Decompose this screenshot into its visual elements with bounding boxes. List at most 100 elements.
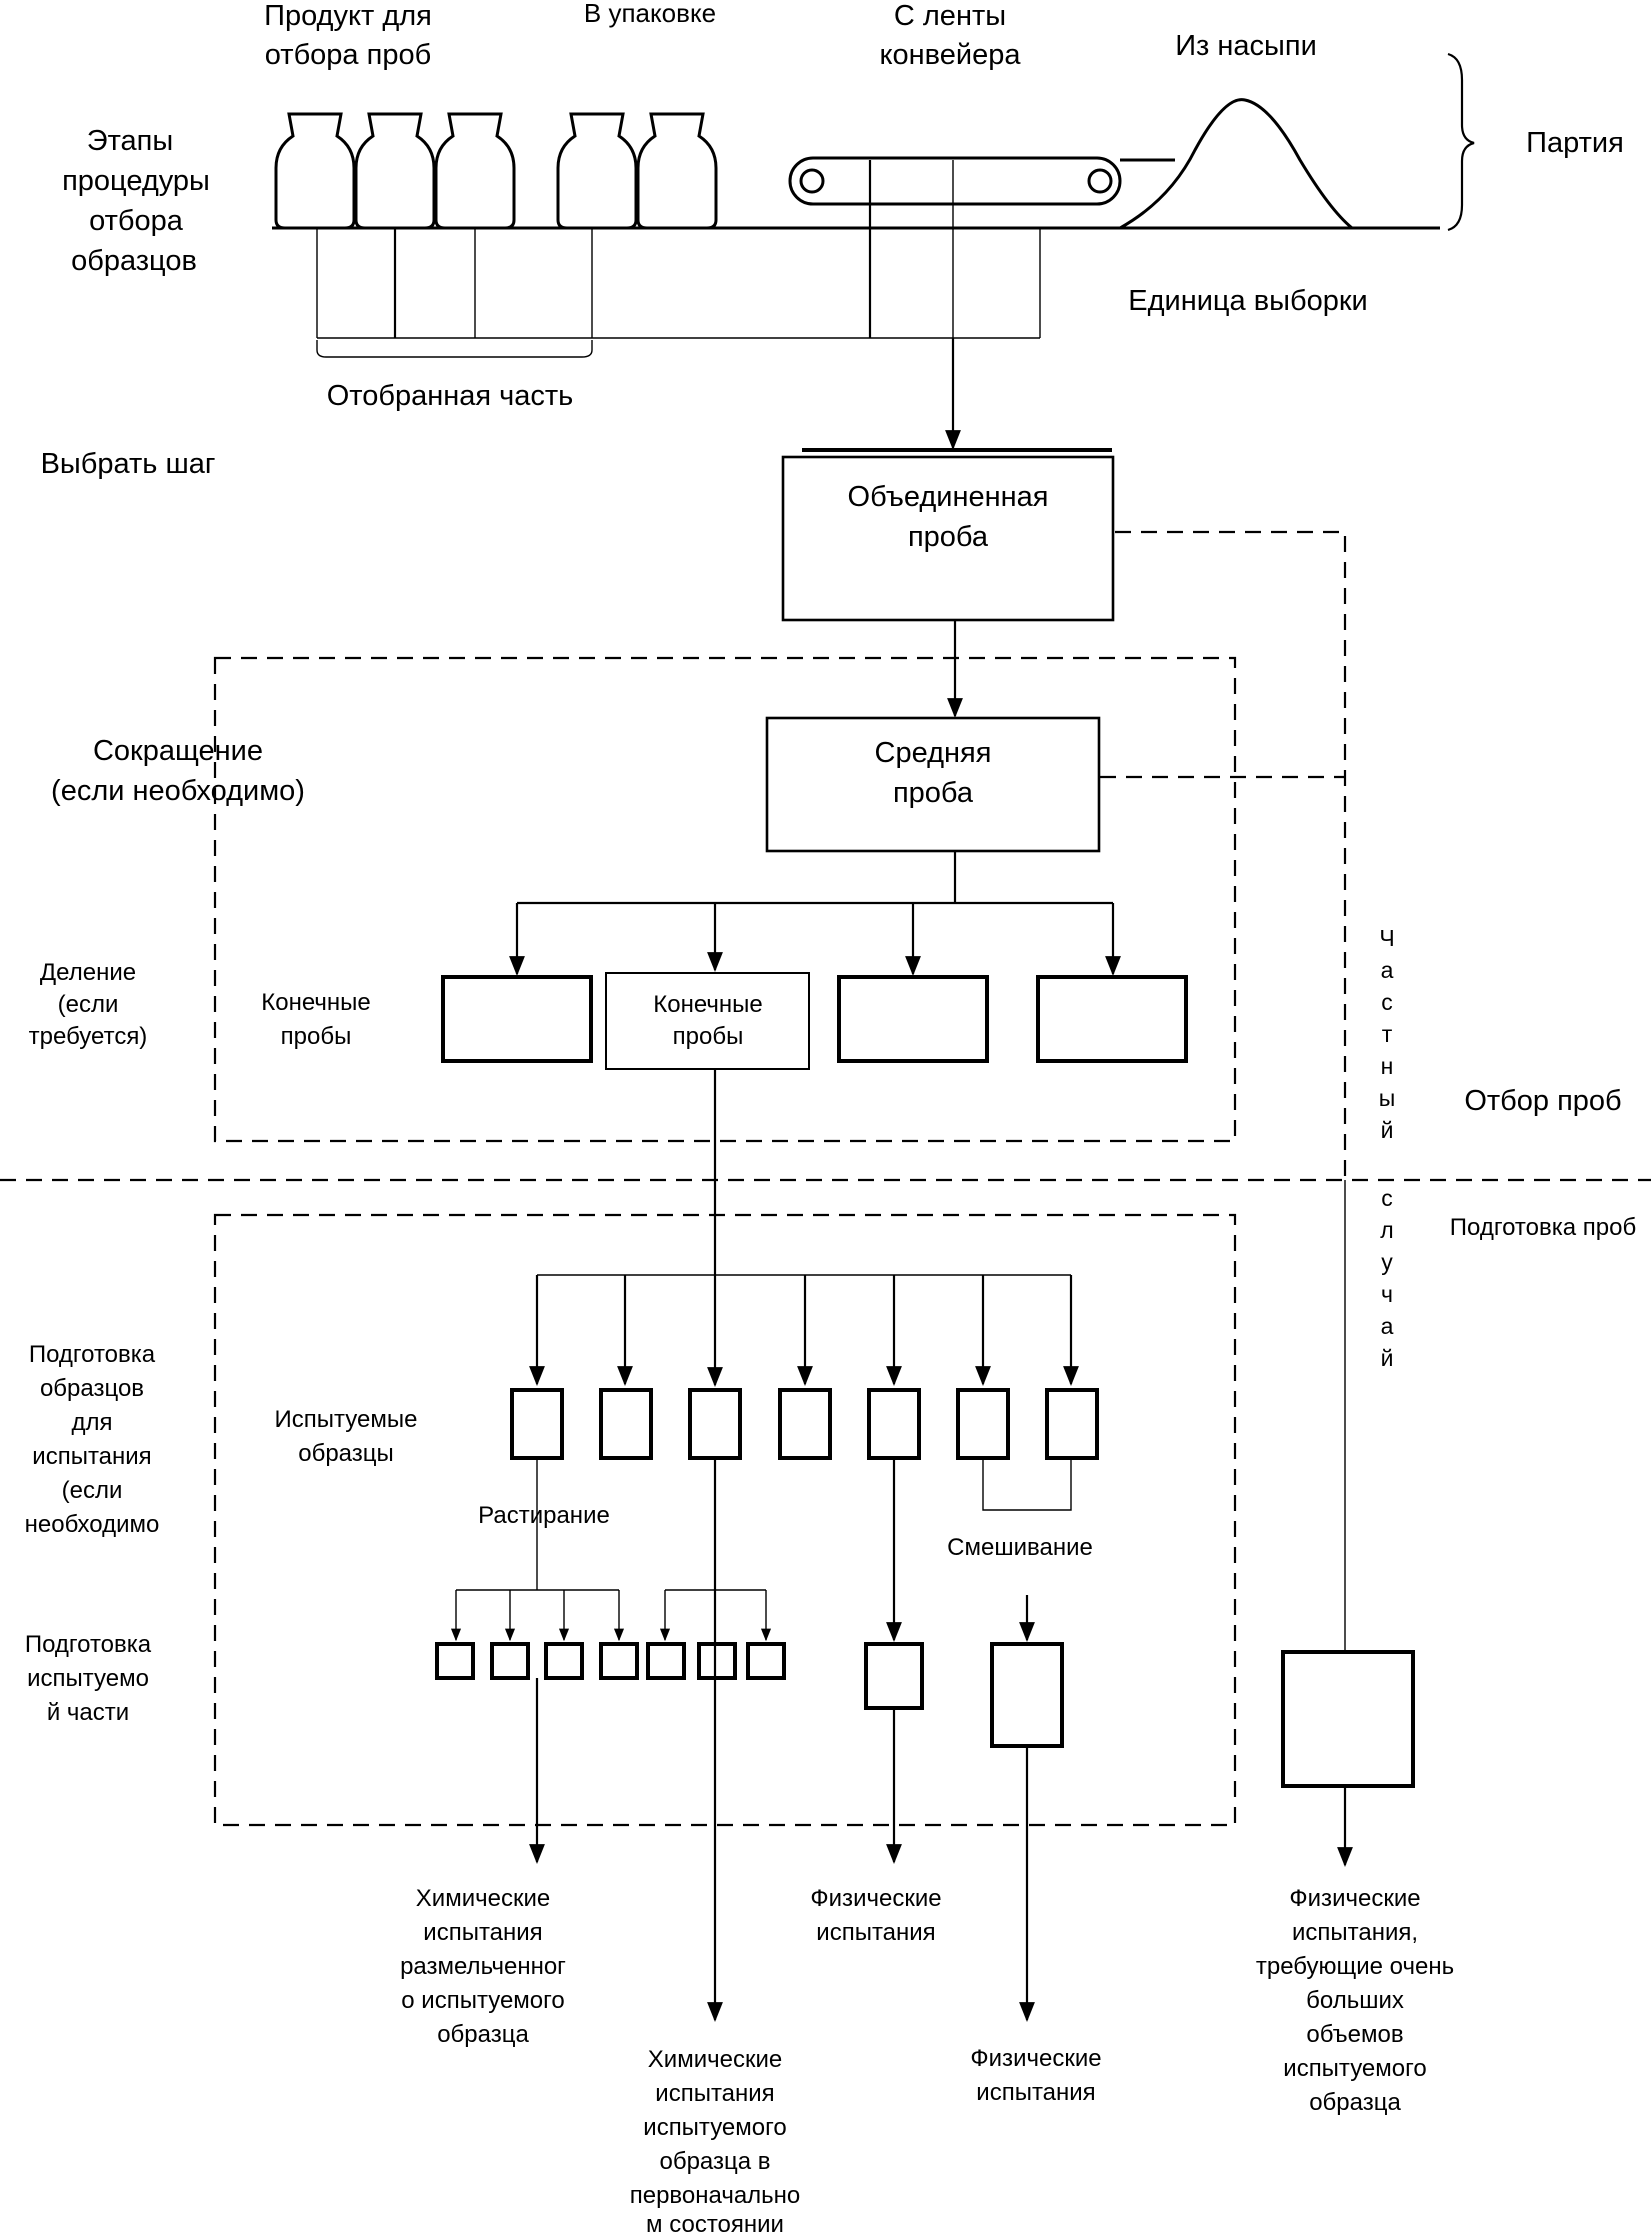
packaged-label: В упаковке — [584, 0, 716, 28]
svg-text:Сокращение: Сокращение — [93, 735, 263, 767]
outcome-physical-2: Физические испытания — [970, 2045, 1101, 2106]
select-step-label: Выбрать шаг — [41, 448, 216, 480]
svg-text:требуется): требуется) — [29, 1023, 148, 1050]
svg-text:необходимо: необходимо — [25, 1511, 160, 1538]
svg-text:(если: (если — [58, 991, 119, 1018]
svg-text:Средняя: Средняя — [875, 737, 992, 769]
svg-text:Подготовка: Подготовка — [25, 1631, 152, 1658]
svg-text:й: й — [1381, 1345, 1394, 1371]
portion-box — [435, 1642, 475, 1680]
test-sample-box — [867, 1388, 921, 1460]
outcome-physical-large: Физические испытания, требующие очень бо… — [1256, 1885, 1454, 2116]
svg-text:первоначально: первоначально — [630, 2182, 801, 2209]
reduction-label: Сокращение (если необходимо) — [51, 735, 305, 807]
svg-text:Испытуемые: Испытуемые — [275, 1406, 418, 1433]
final-sample-box — [837, 975, 989, 1063]
svg-text:испытуемо: испытуемо — [27, 1665, 149, 1692]
svg-text:для: для — [71, 1409, 112, 1436]
svg-text:Химические: Химические — [648, 2046, 782, 2073]
svg-text:Химические: Химические — [416, 1885, 550, 1912]
svg-text:требующие очень: требующие очень — [1256, 1953, 1454, 1980]
svg-text:испытания: испытания — [423, 1919, 542, 1946]
svg-text:проба: проба — [908, 521, 989, 553]
svg-text:образца: образца — [437, 2021, 529, 2048]
svg-text:у: у — [1381, 1249, 1393, 1275]
bottle-icon — [354, 112, 436, 230]
average-sample-box: Средняя проба — [765, 716, 1101, 853]
svg-text:а: а — [1381, 1313, 1394, 1339]
svg-text:т: т — [1382, 1021, 1393, 1047]
portion-box — [864, 1642, 924, 1710]
test-sample-box — [599, 1388, 653, 1460]
svg-text:образцы: образцы — [298, 1440, 394, 1467]
svg-text:объемов: объемов — [1306, 2021, 1403, 2048]
svg-text:Объединенная: Объединенная — [848, 481, 1049, 513]
svg-text:(если необходимо): (если необходимо) — [51, 775, 305, 807]
portion-prep-label: Подготовка испытуемо й части — [25, 1631, 152, 1726]
procedure-stages-label: Этапы процедуры отбора образцов — [62, 125, 210, 277]
sampling-unit-label: Единица выборки — [1128, 285, 1367, 317]
portion-box — [746, 1642, 786, 1680]
sample-prep-zone-label: Подготовка проб — [1450, 1214, 1636, 1241]
grinding-label: Растирание — [478, 1502, 610, 1529]
product-label-line1: Продукт для — [264, 0, 432, 32]
lot-brace — [1447, 52, 1475, 232]
portion-box — [544, 1642, 584, 1680]
svg-text:больших: больших — [1306, 1987, 1404, 2014]
svg-text:ч: ч — [1381, 1281, 1393, 1307]
svg-text:испытания,: испытания, — [1292, 1919, 1418, 1946]
svg-text:Физические: Физические — [810, 1885, 941, 1912]
bottle-icon — [434, 112, 516, 230]
test-samples-label: Испытуемые образцы — [275, 1406, 418, 1467]
final-sample-box — [1036, 975, 1188, 1063]
outcome-chem-original: Химические испытания испытуемого образца… — [630, 2046, 801, 2232]
svg-text:испытания: испытания — [816, 1919, 935, 1946]
large-portion-box — [1281, 1650, 1415, 1788]
svg-text:Физические: Физические — [1289, 1885, 1420, 1912]
test-prep-label: Подготовка образцов для испытания (если … — [25, 1341, 160, 1538]
test-sample-box — [510, 1388, 564, 1460]
svg-text:испытания: испытания — [976, 2079, 1095, 2106]
product-label-line2: отбора проб — [265, 39, 431, 71]
svg-text:м состоянии: м состоянии — [646, 2211, 784, 2232]
svg-text:отбора: отбора — [89, 205, 184, 237]
bulk-label: Из насыпи — [1175, 30, 1317, 62]
test-sample-box — [1045, 1388, 1099, 1460]
svg-text:Физические: Физические — [970, 2045, 1101, 2072]
bottle-icon — [636, 112, 718, 230]
svg-text:образца в: образца в — [659, 2148, 770, 2175]
special-case-label: Ч а с т н ы й с л у ч а й — [1379, 925, 1396, 1371]
mixing-label: Смешивание — [947, 1534, 1093, 1561]
svg-text:й: й — [1381, 1117, 1394, 1143]
final-sample-box-labeled: Конечные пробы — [605, 972, 810, 1070]
portion-box — [697, 1642, 737, 1680]
svg-text:испытуемого: испытуемого — [1283, 2055, 1426, 2082]
package-bottles — [274, 112, 718, 230]
reduction-zone — [213, 656, 1237, 1143]
conveyor-label-line2: конвейера — [880, 39, 1022, 71]
svg-text:пробы: пробы — [281, 1023, 352, 1050]
svg-text:Конечные: Конечные — [261, 989, 371, 1016]
selected-part-label: Отобранная часть — [327, 380, 574, 412]
outcome-physical-1: Физические испытания — [810, 1885, 941, 1946]
svg-text:образцов: образцов — [71, 245, 197, 277]
svg-text:Этапы: Этапы — [87, 125, 173, 157]
conveyor-label-line1: С ленты — [894, 0, 1006, 32]
svg-text:ы: ы — [1379, 1085, 1396, 1111]
svg-text:н: н — [1381, 1053, 1394, 1079]
combined-sample-box: Объединенная проба — [781, 448, 1115, 622]
test-sample-boxes — [510, 1388, 1099, 1460]
lot-label: Партия — [1526, 127, 1624, 159]
svg-text:размельченног: размельченног — [400, 1953, 566, 1980]
svg-text:с: с — [1381, 1185, 1393, 1211]
svg-text:Деление: Деление — [40, 959, 136, 986]
conveyor-belt-icon — [788, 156, 1122, 206]
final-samples-label: Конечные пробы — [261, 989, 371, 1050]
svg-text:пробы: пробы — [673, 1023, 744, 1050]
portion-boxes — [435, 1642, 1415, 1788]
final-sample-box — [441, 975, 593, 1063]
svg-text:испытания: испытания — [655, 2080, 774, 2107]
selected-part-bracket — [316, 340, 593, 358]
bulk-pile-icon — [1119, 98, 1353, 230]
